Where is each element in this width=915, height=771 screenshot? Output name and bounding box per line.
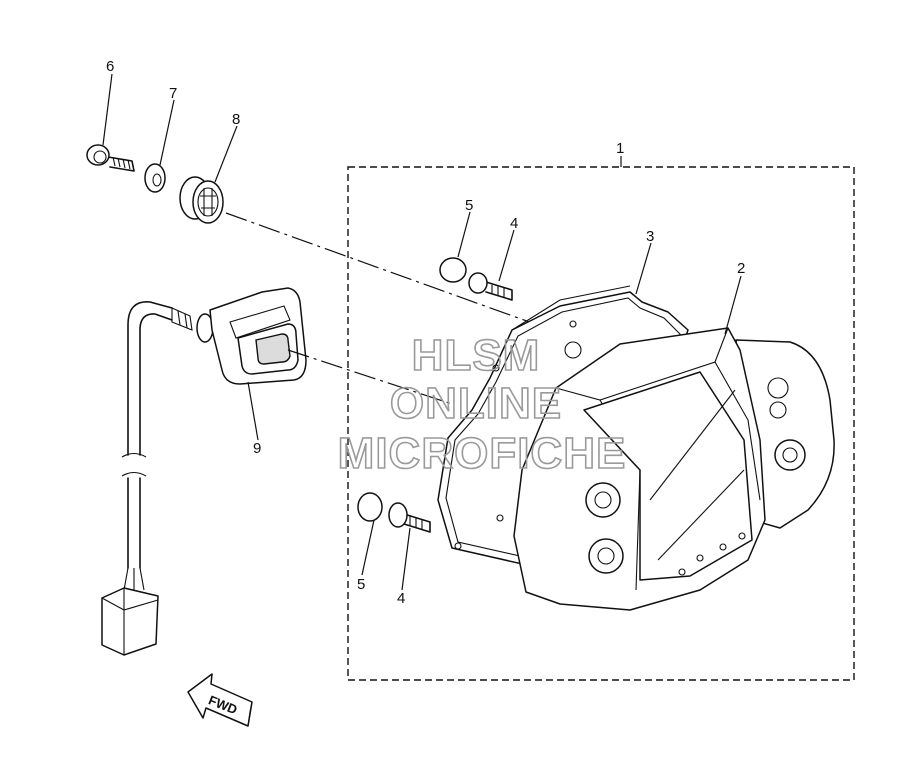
assembly-boundary-box xyxy=(347,166,855,681)
callout-5-lower: 5 xyxy=(357,576,365,593)
fwd-direction-arrow: FWD xyxy=(187,673,253,727)
callout-9: 9 xyxy=(253,440,261,457)
callout-1: 1 xyxy=(616,140,624,157)
part-4-screw-upper xyxy=(468,272,513,301)
part-9-socket-cord xyxy=(101,287,307,656)
callout-4-lower: 4 xyxy=(397,590,405,607)
callout-7: 7 xyxy=(169,85,177,102)
part-4-screw-lower xyxy=(388,502,431,533)
watermark-line-3: MICROFICHE xyxy=(338,429,627,478)
assembly-axis-line-lower xyxy=(287,349,453,405)
watermark-line-2: ONLINE xyxy=(390,379,562,428)
part-5-cap-lower xyxy=(357,492,383,522)
callout-3: 3 xyxy=(646,228,654,245)
callout-8: 8 xyxy=(232,111,240,128)
leader-lines xyxy=(102,73,742,591)
watermark-line-1: HLSM xyxy=(412,331,541,380)
part-6-bolt xyxy=(86,144,135,172)
part-5-cap-upper xyxy=(439,257,467,283)
assembly-axis-line-upper xyxy=(225,212,575,339)
watermark: HLSM ONLINE MICROFICHE xyxy=(337,330,627,479)
callout-2: 2 xyxy=(737,260,745,277)
callout-5-upper: 5 xyxy=(465,197,473,214)
part-7-washer xyxy=(144,163,166,193)
part-2-meter-assembly xyxy=(513,327,835,611)
part-8-grommet xyxy=(179,176,224,224)
callout-4-upper: 4 xyxy=(510,215,518,232)
callout-6: 6 xyxy=(106,58,114,75)
